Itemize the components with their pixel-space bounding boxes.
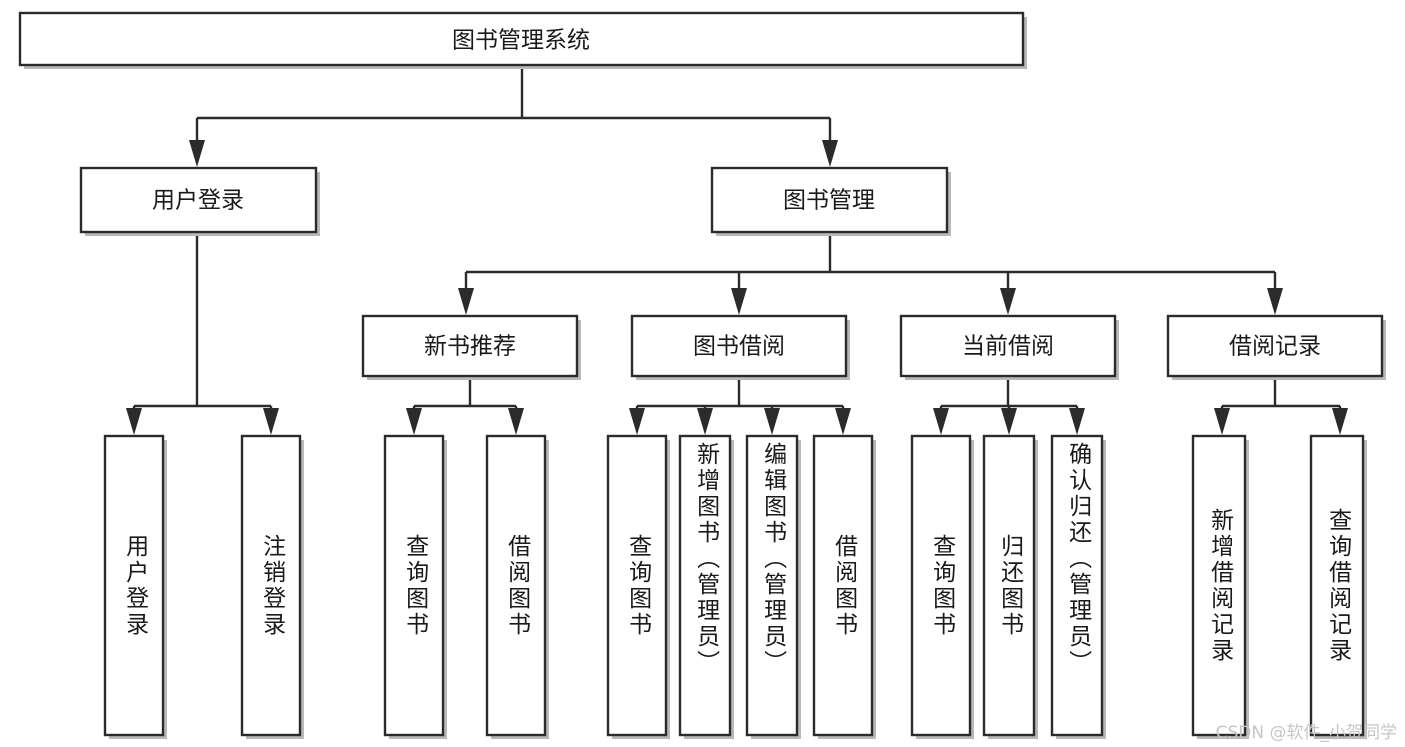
leaf-query-record-box [1309, 434, 1365, 737]
arrow-head-leaf-query-record [1332, 408, 1348, 435]
node-book-borrow-label: 图书借阅 [693, 334, 785, 360]
arrow-head-new-book [458, 288, 474, 315]
arrow-head-leaf-edit-book [764, 408, 780, 435]
leaf-confirm-return-box [1050, 434, 1104, 737]
arrow-head-leaf-query-book-2 [629, 408, 645, 435]
arrow-head-leaf-add-record [1214, 408, 1230, 435]
node-book-borrow-box [630, 314, 848, 378]
node-user-login-label: 用户登录 [152, 188, 244, 214]
leaf-node-query-book-1[interactable] [383, 434, 447, 739]
leaf-node-query-book-3[interactable] [910, 434, 974, 739]
leaf-borrow-book-1-box [485, 434, 547, 737]
node-borrow-record-box [1166, 314, 1384, 378]
node-user-login[interactable]: 用户登录 [79, 166, 320, 236]
arrow-head-book-mgmt [822, 140, 838, 167]
leaf-borrow-book-2-box [812, 434, 874, 737]
node-borrow-record-label: 借阅记录 [1229, 334, 1321, 360]
leaf-node-return-book[interactable] [982, 434, 1038, 739]
leaf-node-add-book[interactable] [678, 434, 734, 739]
leaf-query-book-3-box [910, 434, 972, 737]
leaf-node-borrow-book-1[interactable] [485, 434, 549, 739]
leaf-node-borrow-book-2[interactable] [812, 434, 876, 739]
arrow-head-leaf-borrow-book-1 [508, 408, 524, 435]
arrow-head-leaf-confirm-return [1069, 408, 1085, 435]
node-root-box [18, 11, 1025, 67]
arrow-head-leaf-user-login [126, 408, 142, 435]
leaf-node-logout[interactable] [240, 434, 304, 739]
leaf-boxes-layer [103, 434, 1367, 739]
leaf-node-add-record[interactable] [1191, 434, 1249, 739]
arrow-head-borrow [731, 288, 747, 315]
leaf-edit-book-box [745, 434, 799, 737]
node-borrow-record[interactable]: 借阅记录 [1166, 314, 1386, 380]
arrow-head-leaf-query-book-1 [406, 408, 422, 435]
node-root-label: 图书管理系统 [452, 28, 590, 54]
leaf-node-edit-book[interactable] [745, 434, 801, 739]
node-current-borrow-box [899, 314, 1117, 378]
leaf-node-user-login[interactable] [103, 434, 167, 739]
node-new-book-recommend[interactable]: 新书推荐 [361, 314, 581, 380]
connectors-layer [126, 65, 1348, 435]
leaf-add-book-box [678, 434, 732, 737]
node-book-borrow[interactable]: 图书借阅 [630, 314, 850, 380]
node-new-book-recommend-label: 新书推荐 [424, 334, 516, 360]
node-current-borrow[interactable]: 当前借阅 [899, 314, 1119, 380]
arrow-head-leaf-return-book [1001, 408, 1017, 435]
node-root[interactable]: 图书管理系统 [18, 11, 1027, 69]
arrow-head-user-login [189, 140, 205, 167]
arrow-head-leaf-borrow-book-2 [835, 408, 851, 435]
leaf-logout-box [240, 434, 302, 737]
arrow-head-current [1000, 288, 1016, 315]
node-new-book-recommend-box [361, 314, 579, 378]
csdn-watermark: CSDN @软件_小贺同学 [1215, 723, 1397, 743]
node-book-management[interactable]: 图书管理 [710, 166, 951, 236]
arrow-head-leaf-query-book-3 [933, 408, 949, 435]
node-book-management-box [710, 166, 949, 234]
arrow-head-leaf-add-book [697, 408, 713, 435]
leaf-user-login-box [103, 434, 165, 737]
arrow-head-leaf-logout [263, 408, 279, 435]
leaf-node-confirm-return[interactable] [1050, 434, 1106, 739]
leaf-node-query-record[interactable] [1309, 434, 1367, 739]
leaf-query-book-1-box [383, 434, 445, 737]
node-current-borrow-label: 当前借阅 [962, 334, 1054, 360]
leaf-return-book-box [982, 434, 1036, 737]
node-book-management-label: 图书管理 [783, 188, 875, 214]
leaf-node-query-book-2[interactable] [606, 434, 670, 739]
leaf-query-book-2-box [606, 434, 668, 737]
leaf-add-record-box [1191, 434, 1247, 737]
node-user-login-box [79, 166, 318, 234]
arrow-head-record [1267, 288, 1283, 315]
